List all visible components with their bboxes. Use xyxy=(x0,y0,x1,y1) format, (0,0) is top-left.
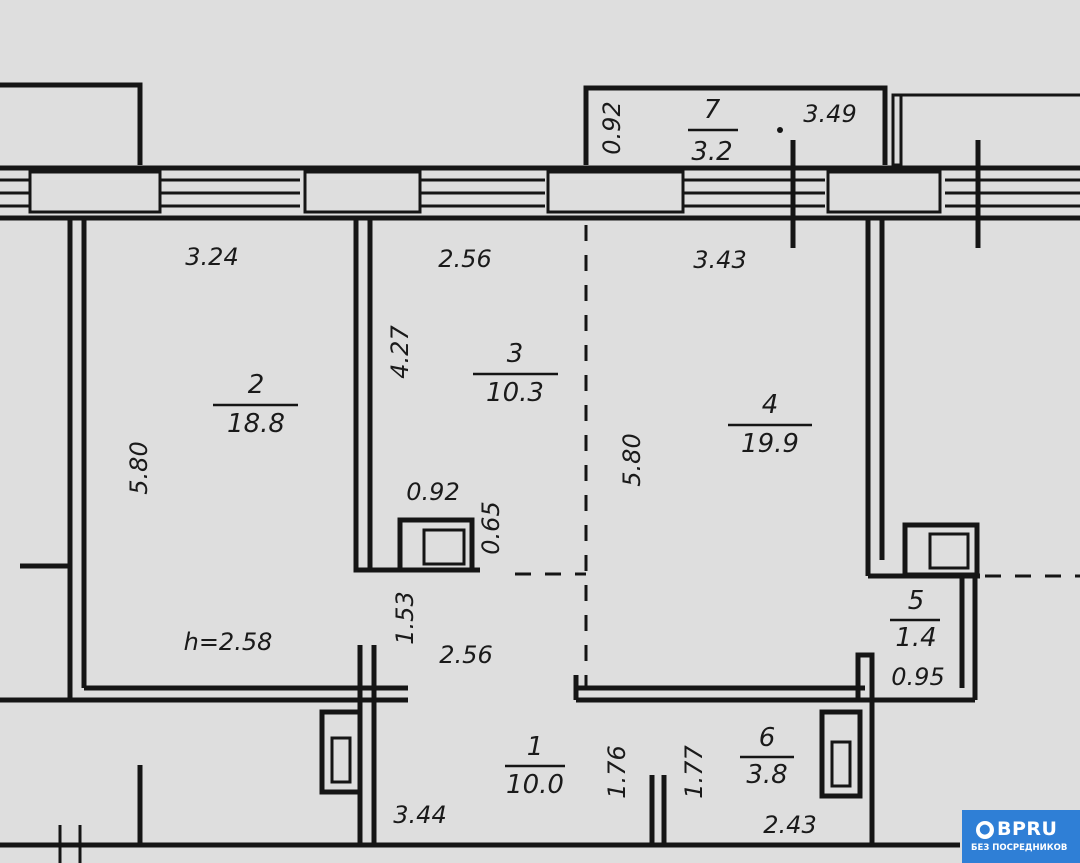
dim-room3-width: 2.56 xyxy=(438,245,491,273)
adjacent-unit-top-left xyxy=(0,82,143,165)
dim-room2-width: 3.24 xyxy=(185,243,238,271)
dim-room1-width: 3.44 xyxy=(393,801,446,829)
room-number: 4 xyxy=(762,390,779,420)
window-2 xyxy=(160,170,422,214)
room-area: 10.3 xyxy=(486,378,544,408)
ceiling-height: h=2.58 xyxy=(184,628,273,656)
room-label-2: 2 18.8 xyxy=(213,370,298,439)
watermark-tagline: БЕЗ ПОСРЕДНИКОВ xyxy=(971,843,1068,853)
dim-room7-width: 3.49 xyxy=(803,100,856,128)
room-label-3: 3 10.3 xyxy=(473,339,558,408)
balcony-outline xyxy=(583,85,1080,167)
dim-room6-width: 2.43 xyxy=(763,811,816,839)
room-area: 3.8 xyxy=(746,760,787,790)
dim-shaft-width: 0.92 xyxy=(406,478,459,506)
room-number: 5 xyxy=(908,586,925,616)
room-number: 1 xyxy=(527,732,544,762)
dim-room4-width: 3.43 xyxy=(693,246,746,274)
dim-room5-width: 0.95 xyxy=(891,663,944,691)
room-label-6: 6 3.8 xyxy=(740,723,794,790)
vent-shafts xyxy=(319,517,980,799)
room-area: 19.9 xyxy=(741,429,799,459)
watermark-brand: BPRU xyxy=(997,818,1058,840)
room-label-5: 5 1.4 xyxy=(890,586,940,653)
room-number: 3 xyxy=(507,339,524,369)
dim-corridor-width: 2.56 xyxy=(439,641,492,669)
dim-room4-length: 5.80 xyxy=(618,433,646,486)
room-label-4: 4 19.9 xyxy=(728,390,812,459)
dim-room3-length: 4.27 xyxy=(386,325,414,379)
watermark-logo: ●BPRU xyxy=(976,818,1057,840)
room-area: 1.4 xyxy=(895,623,936,653)
window-4 xyxy=(683,170,1080,214)
room-area: 3.2 xyxy=(691,137,732,167)
room-number: 6 xyxy=(759,723,776,753)
zone-divider xyxy=(515,225,1080,690)
dim-partition-b: 1.77 xyxy=(680,745,708,799)
dim-room7-depth: 0.92 xyxy=(598,101,626,154)
dim-corridor-depth: 1.53 xyxy=(391,591,419,644)
watermark-badge: ●BPRU БЕЗ ПОСРЕДНИКОВ xyxy=(962,810,1080,863)
room-number: 7 xyxy=(704,95,721,125)
room-label-1: 1 10.0 xyxy=(505,732,565,800)
room-area: 10.0 xyxy=(506,770,564,800)
room-number: 2 xyxy=(248,370,265,400)
room-label-7: 7 3.2 xyxy=(688,95,738,167)
room-area: 18.8 xyxy=(227,409,285,439)
dim-room2-length: 5.80 xyxy=(125,441,153,494)
exterior-wall xyxy=(0,140,1080,248)
people-icon: ● xyxy=(976,821,994,839)
dim-shaft-depth: 0.65 xyxy=(477,501,505,554)
dim-partition-a: 1.76 xyxy=(603,745,631,798)
